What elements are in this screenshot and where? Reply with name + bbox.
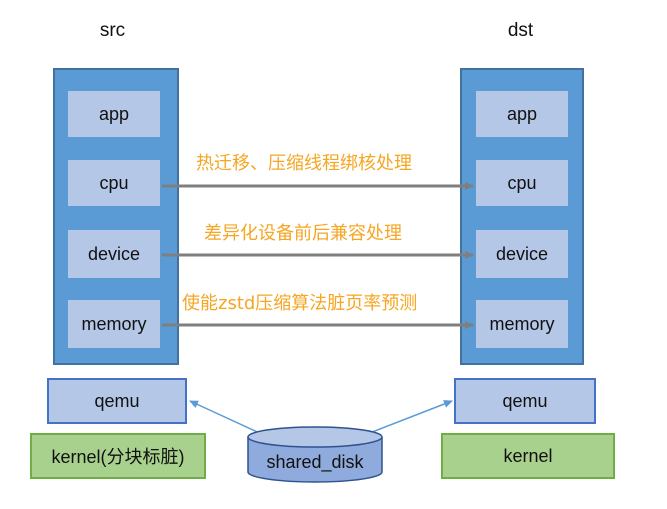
dst-qemu-box: qemu [454,378,596,424]
src-app-box: app [68,91,160,137]
shared-disk-label: shared_disk [266,451,364,472]
shared-disk-cylinder [247,426,383,483]
src-title: src [99,20,126,41]
cpu-arrow-label: 热迁移、压缩线程绑核处理 [196,153,412,174]
dst-title: dst [507,20,534,41]
dst-kernel-box: kernel [441,433,615,479]
disk-to-src-qemu-arrow [189,400,267,437]
memory-arrow-label: 使能zstd压缩算法脏页率预测 [182,293,418,314]
dst-memory-box: memory [476,300,568,348]
src-kernel-box: kernel(分块标脏) [30,433,206,479]
src-cpu-box: cpu [68,160,160,206]
dst-device-box: device [476,230,568,278]
device-arrow-label: 差异化设备前后兼容处理 [204,223,402,244]
src-memory-box: memory [68,300,160,348]
src-device-box: device [68,230,160,278]
dst-app-box: app [476,91,568,137]
src-qemu-box: qemu [47,378,187,424]
disk-to-dst-qemu-arrow [361,400,453,437]
dst-cpu-box: cpu [476,160,568,206]
